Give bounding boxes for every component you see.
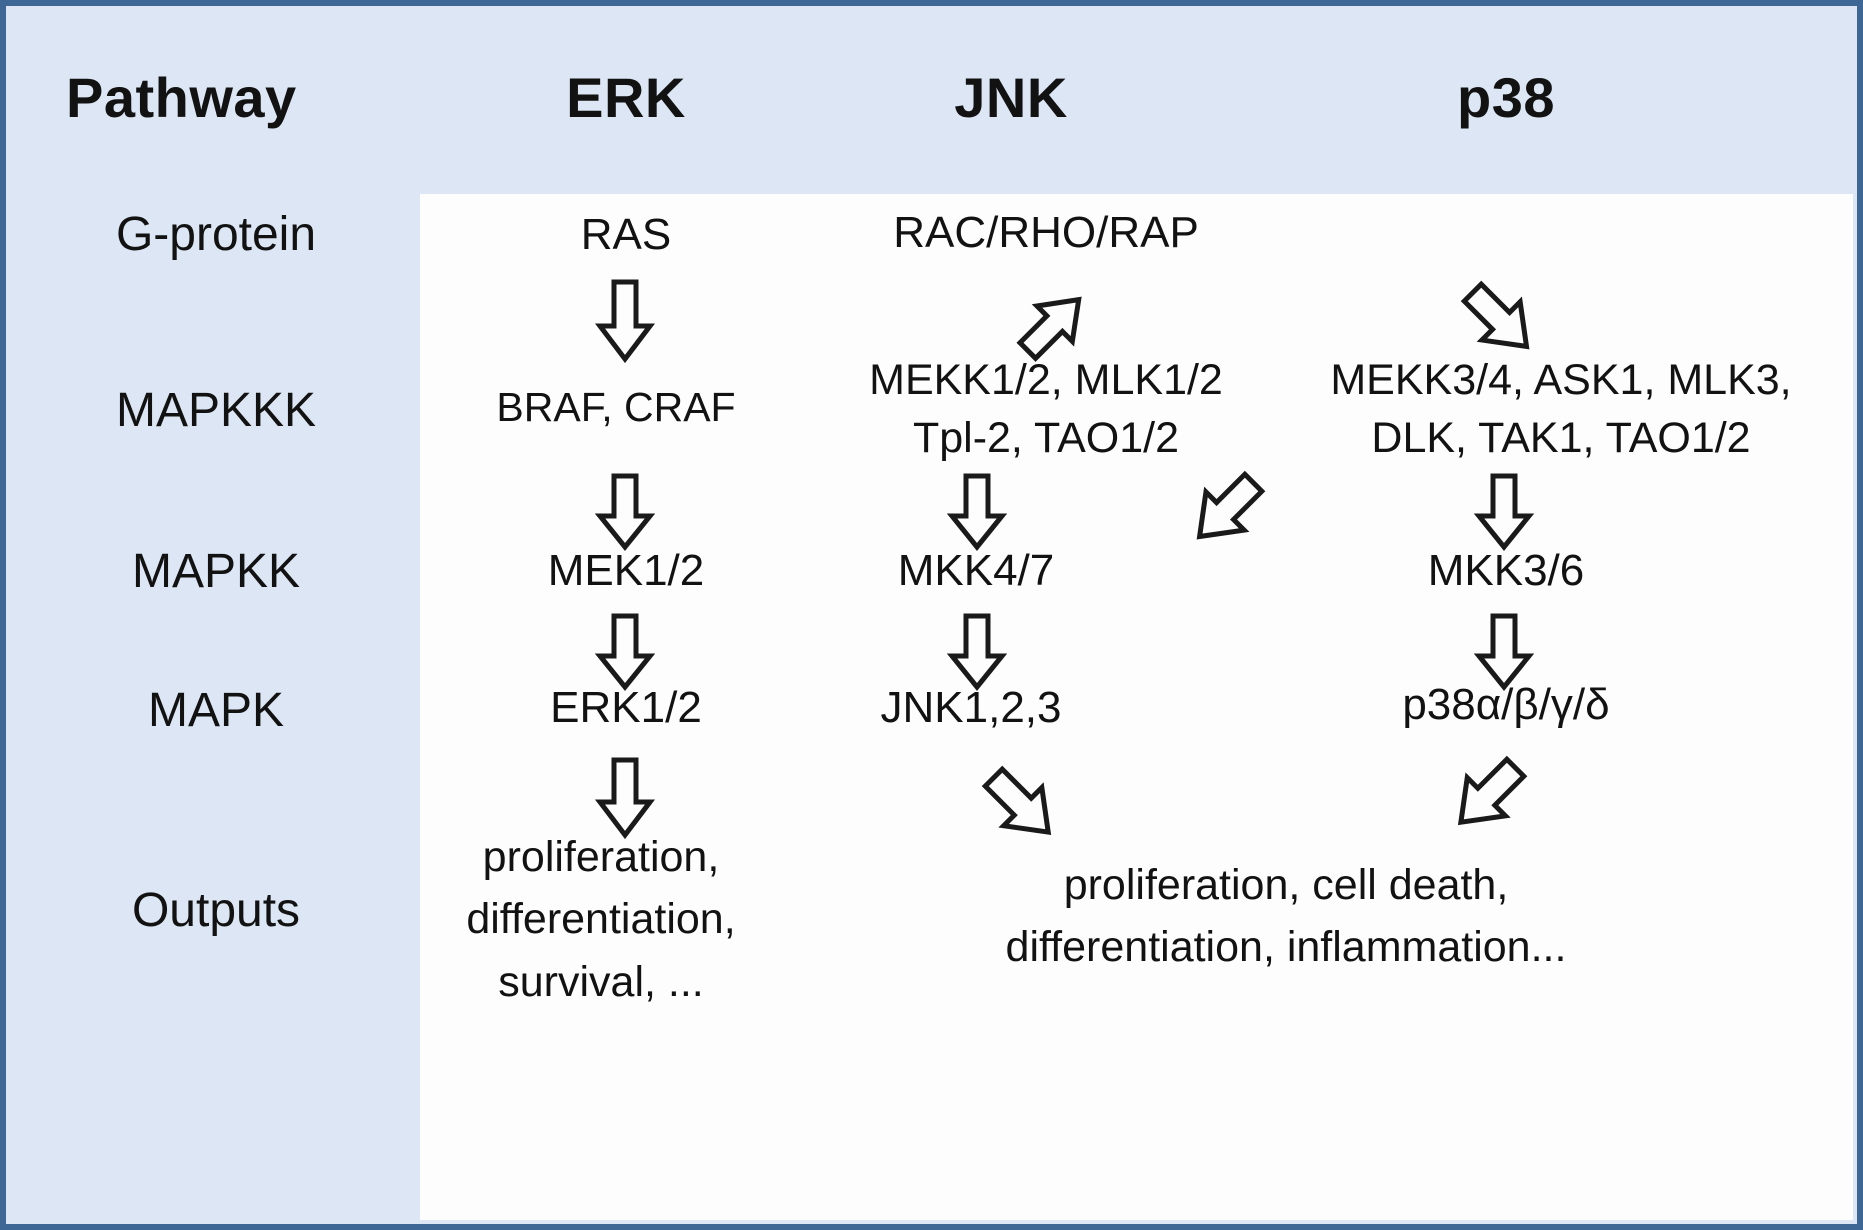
- outputs-erk: proliferation, differentiation, survival…: [406, 826, 796, 1013]
- diagram-panel-background: [420, 194, 1853, 1220]
- arrow-mkk36-to-p38-icon: [1473, 613, 1535, 691]
- arrow-mekk34-to-mkk47-icon: [1184, 470, 1276, 558]
- header-column-jnk: JNK: [954, 66, 1068, 129]
- node-p38-mapkkk-line2: DLK, TAK1, TAO1/2: [1371, 414, 1751, 463]
- node-mkk3-6: MKK3/6: [1427, 546, 1585, 595]
- header-pathway-label: Pathway: [66, 66, 297, 129]
- arrow-mekk34-to-mkk36-icon: [1473, 473, 1535, 551]
- arrow-rac-to-mekk34-icon: [1460, 274, 1551, 358]
- header-column-p38: p38: [1457, 66, 1555, 129]
- row-label-g-protein: G-protein: [115, 208, 317, 261]
- row-label-mapkkk: MAPKKK: [115, 384, 317, 437]
- node-jnk-mapkkk-line1: MEKK1/2, MLK1/2: [869, 356, 1223, 404]
- outputs-erk-line3: survival, ...: [498, 957, 704, 1006]
- arrow-jnk-to-outputs-icon: [981, 758, 1073, 844]
- node-mkk4-7: MKK4/7: [897, 546, 1055, 595]
- node-rac-rho-rap: RAC/RHO/RAP: [893, 208, 1199, 257]
- arrow-raf-to-mek-icon: [594, 473, 656, 551]
- arrow-mek-to-erk-icon: [594, 613, 656, 691]
- node-jnk-mapkkk-line2: Tpl-2, TAO1/2: [912, 414, 1180, 463]
- row-label-outputs: Outputs: [131, 884, 301, 937]
- node-ras: RAS: [580, 210, 672, 259]
- node-mek1-2: MEK1/2: [547, 546, 705, 595]
- outputs-jnk-p38-line2: differentiation, inflammation...: [1005, 923, 1567, 972]
- arrow-p38-to-outputs-icon: [1446, 755, 1538, 844]
- outputs-erk-line1: proliferation,: [482, 833, 720, 881]
- row-label-mapkk: MAPKK: [131, 545, 301, 598]
- header-column-erk: ERK: [566, 66, 686, 129]
- arrow-erk-to-outputs-icon: [594, 757, 656, 840]
- outputs-erk-line2: differentiation,: [466, 895, 736, 944]
- node-jnk1-2-3: JNK1,2,3: [880, 683, 1062, 732]
- row-label-mapk: MAPK: [147, 684, 285, 737]
- node-braf-craf: BRAF, CRAF: [496, 384, 736, 430]
- node-jnk-mapkkk: MEKK1/2, MLK1/2 Tpl-2, TAO1/2: [766, 351, 1326, 467]
- arrow-mkk47-to-jnk-icon: [946, 613, 1008, 691]
- node-erk1-2: ERK1/2: [550, 683, 702, 732]
- node-p38-mapkkk-line1: MEKK3/4, ASK1, MLK3,: [1330, 356, 1792, 404]
- node-p38-mapkkk: MEKK3/4, ASK1, MLK3, DLK, TAK1, TAO1/2: [1261, 351, 1857, 467]
- outputs-jnk-p38: proliferation, cell death, differentiati…: [851, 854, 1721, 979]
- arrow-ras-to-raf-icon: [594, 279, 656, 364]
- arrow-rac-to-mekk12-icon: [1006, 278, 1092, 362]
- arrow-mekk12-to-mkk47-icon: [946, 473, 1008, 551]
- outputs-jnk-p38-line1: proliferation, cell death,: [1063, 861, 1509, 909]
